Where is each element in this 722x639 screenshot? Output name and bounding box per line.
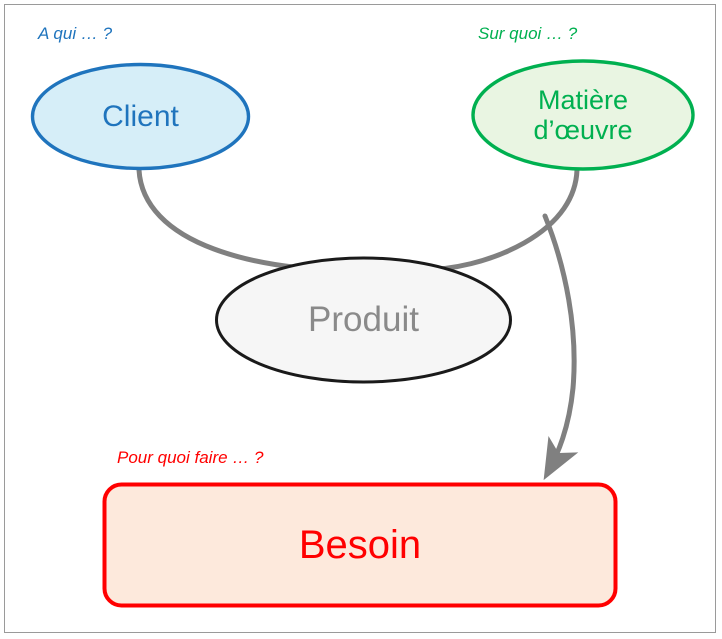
connector-matiere-to-besoin [542,213,579,481]
node-besoin-shape[interactable] [102,482,618,608]
question-label-matiere: Sur quoi … ? [478,24,578,43]
question-label-besoin: Pour quoi faire … ? [117,448,264,467]
connector-matiere-to-produit [416,167,580,273]
node-produit-shape[interactable] [215,256,512,384]
question-label-client: A qui … ? [38,24,113,43]
connector-client-to-produit [136,167,397,274]
node-matiere-shape[interactable] [471,59,695,171]
node-client-shape[interactable] [30,62,251,171]
